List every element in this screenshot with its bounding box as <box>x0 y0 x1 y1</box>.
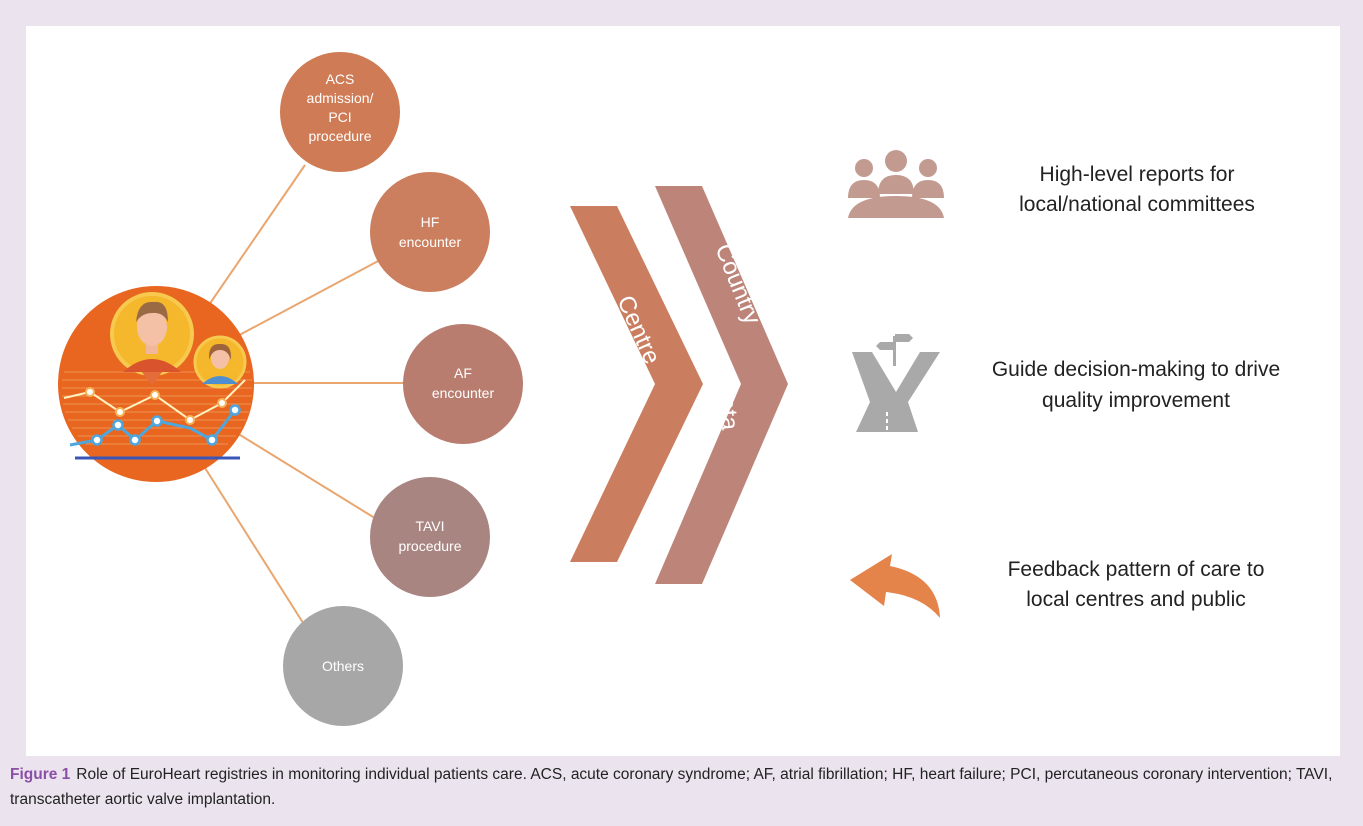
node-acs: ACS admission/ PCI procedure <box>280 52 400 172</box>
outcome-reports-line-1: High-level reports for <box>1040 163 1235 186</box>
node-hf-line-1: HF <box>421 214 440 230</box>
patient-hub-icon <box>58 286 254 482</box>
node-af: AF encounter <box>403 324 523 444</box>
outcome-feedback-line-1: Feedback pattern of care to <box>1008 558 1265 581</box>
outcome-feedback: Feedback pattern of care to local centre… <box>1008 558 1265 611</box>
node-acs-line-2: admission/ <box>307 90 374 106</box>
node-af-line-2: encounter <box>432 385 495 401</box>
chevron-centre-word-2: Data <box>602 382 629 433</box>
node-others: Others <box>283 606 403 726</box>
connectors <box>199 164 405 627</box>
node-tavi-line-1: TAVI <box>415 518 444 534</box>
caption-text: Role of EuroHeart registries in monitori… <box>10 766 1333 808</box>
chevron-country-word-2: Data <box>712 378 743 432</box>
connector-others <box>199 459 306 627</box>
node-af-line-1: AF <box>454 365 472 381</box>
node-acs-line-3: PCI <box>328 109 351 125</box>
node-acs-line-4: procedure <box>308 128 371 144</box>
outcome-decision: Guide decision-making to drive quality i… <box>992 358 1280 412</box>
outcome-reports-line-2: local/national committees <box>1019 193 1255 216</box>
connector-tavi <box>231 429 379 521</box>
connector-acs <box>199 164 306 319</box>
connector-hf <box>229 259 381 341</box>
node-others-label: Others <box>322 658 364 674</box>
outcome-feedback-line-2: local centres and public <box>1026 588 1245 611</box>
node-hf-line-2: encounter <box>399 234 462 250</box>
node-acs-line-1: ACS <box>326 71 355 87</box>
feedback-arrow-icon <box>850 554 940 618</box>
figure-label: Figure 1 <box>10 766 71 783</box>
node-hf: HF encounter <box>370 172 490 292</box>
node-tavi: TAVI procedure <box>370 477 490 597</box>
outcome-decision-line-2: quality improvement <box>1042 389 1230 412</box>
outcome-decision-line-1: Guide decision-making to drive <box>992 358 1280 381</box>
committee-icon <box>848 150 944 218</box>
crossroads-icon <box>852 334 940 432</box>
outcome-reports: High-level reports for local/national co… <box>1019 163 1255 216</box>
chevron-centre-data: Centre Data <box>570 206 703 562</box>
node-tavi-line-2: procedure <box>398 538 461 554</box>
